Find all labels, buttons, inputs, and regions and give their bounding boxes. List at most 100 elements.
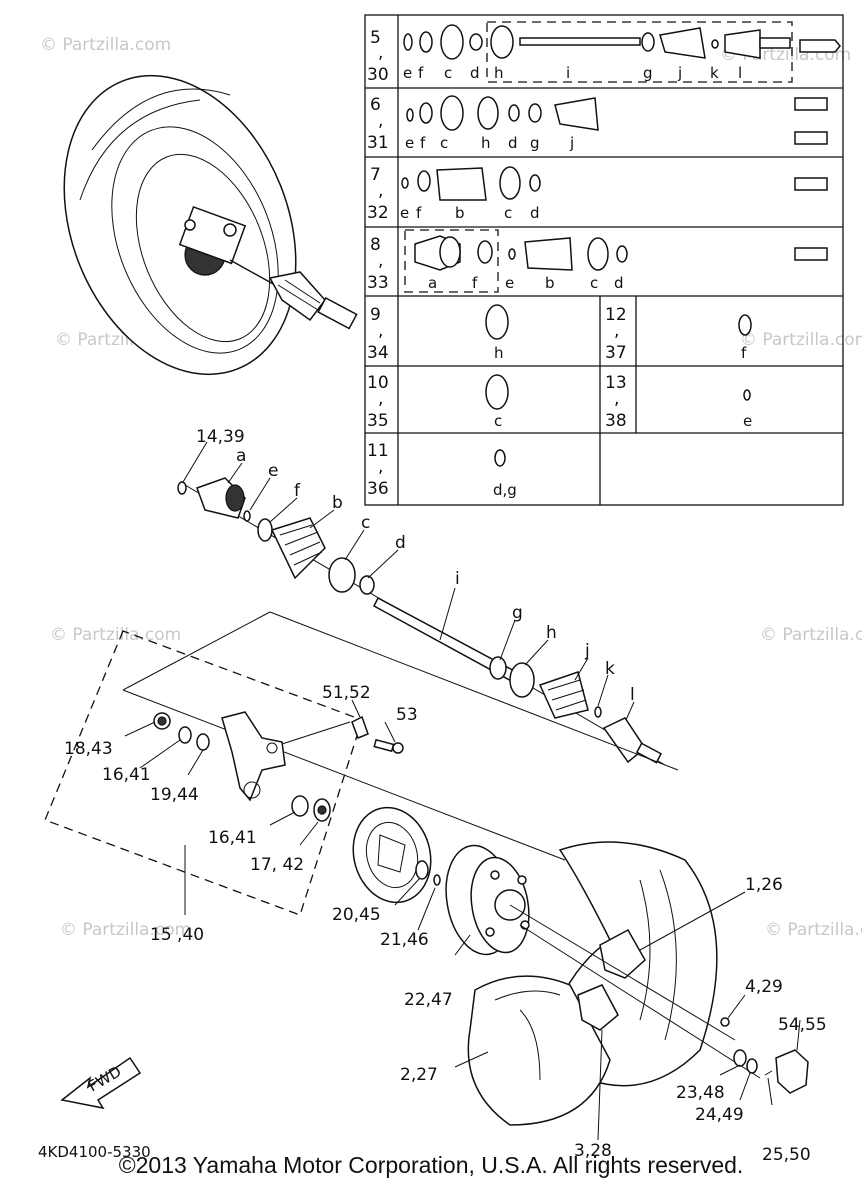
row-number: 12: [605, 305, 627, 325]
kit-letter: d,g: [493, 481, 517, 499]
callout-label: 51,52: [322, 683, 371, 703]
row-number: 6: [370, 95, 381, 115]
callout-label: k: [605, 659, 615, 679]
knuckle-group: [44, 611, 679, 916]
callout-label: 14,39: [196, 427, 245, 447]
kit-letter: d: [614, 274, 624, 292]
callout-label: l: [630, 685, 635, 705]
row-number: 35: [367, 411, 389, 431]
row-number: 8: [370, 235, 381, 255]
callout-label: 17, 42: [250, 855, 304, 875]
callout-label: c: [361, 513, 370, 533]
svg-text:,: ,: [614, 321, 619, 341]
svg-text:,: ,: [378, 43, 383, 63]
kit-table: 5 , 30 6 , 31 7 , 32 8 , 33 9 , 34 10 , …: [364, 14, 844, 506]
cv-joint-l: [602, 717, 647, 764]
kit-letter: h: [494, 64, 504, 82]
svg-text:,: ,: [378, 251, 383, 271]
band-h: [509, 662, 535, 698]
kit-letter: c: [494, 412, 502, 430]
callout-label: 18,43: [64, 739, 113, 759]
callout-label: 54,55: [778, 1015, 827, 1035]
callout-label: d: [395, 533, 406, 553]
kit-letter: a: [428, 274, 437, 292]
fwd-arrow: FWD: [60, 1056, 142, 1110]
row-number: 31: [367, 133, 389, 153]
callout-label: i: [455, 569, 460, 589]
tire-outline: [63, 74, 297, 376]
kit-letter: h: [481, 134, 491, 152]
callout-label: 21,46: [380, 930, 429, 950]
callout-label: f: [294, 481, 301, 501]
row-number: 11: [367, 441, 389, 461]
callout-label: h: [546, 623, 557, 643]
kit-letter: h: [494, 344, 504, 362]
svg-text:,: ,: [614, 389, 619, 409]
callout-label: 19,44: [150, 785, 199, 805]
watermark: © Partzilla.com: [740, 330, 862, 350]
row-number: 33: [367, 273, 389, 293]
brake-disc: [352, 806, 441, 931]
wheel-cap: [775, 1049, 809, 1094]
row-number: 30: [367, 65, 389, 85]
watermark: © Partzilla.com: [765, 920, 862, 940]
row-number: 38: [605, 411, 627, 431]
kit-letter: e: [403, 64, 412, 82]
row-number: 5: [370, 28, 381, 48]
copyright-notice: ©2013 Yamaha Motor Corporation, U.S.A. A…: [118, 1152, 744, 1178]
callout-label: 20,45: [332, 905, 381, 925]
kit-letter: d: [470, 64, 480, 82]
watermark: © Partzilla.com: [60, 920, 191, 940]
kit-letter: c: [590, 274, 598, 292]
upper-wheel-drawing: [63, 74, 358, 376]
clip-g: [489, 656, 507, 680]
callout-label: 24,49: [695, 1105, 744, 1125]
watermark: © Partzilla.com: [40, 35, 171, 55]
callout-label: 22,47: [404, 990, 453, 1010]
row-number: 36: [367, 479, 389, 499]
callout-label: 53: [396, 705, 418, 725]
circlip: [177, 481, 187, 495]
callout-label: 23,48: [676, 1083, 725, 1103]
kit-letter: c: [444, 64, 452, 82]
kit-letter: f: [420, 134, 426, 152]
callout-label: 1,26: [745, 875, 783, 895]
row-number: 37: [605, 343, 627, 363]
callout-label: a: [236, 446, 246, 466]
diagram-ref-code: 4KD4100-5330: [38, 1143, 151, 1161]
callout-label: e: [268, 461, 278, 481]
callout-label: 4,29: [745, 977, 783, 997]
kit-letter: f: [741, 344, 747, 362]
kit-letter: e: [405, 134, 414, 152]
row-number: 32: [367, 203, 389, 223]
callout-label: 15 ,40: [150, 925, 204, 945]
row-number: 7: [370, 165, 381, 185]
row-number: 9: [370, 305, 381, 325]
kit-letter: l: [738, 64, 742, 82]
kit-letter: c: [504, 204, 512, 222]
kit-letter: g: [643, 64, 653, 82]
tire-front: [467, 975, 611, 1126]
svg-text:,: ,: [378, 321, 383, 341]
band-d: [359, 575, 375, 595]
watermark: © Partzilla.com: [50, 625, 181, 645]
boot-b: [270, 517, 326, 580]
callout-label: 3,28: [574, 1141, 612, 1161]
boot-j: [538, 671, 589, 719]
kit-letter: k: [710, 64, 719, 82]
kit-letter: j: [677, 64, 682, 82]
axle-shaft: [229, 259, 276, 286]
hub-assembly: [445, 844, 530, 956]
kit-letter: f: [472, 274, 478, 292]
kit-letter: i: [566, 64, 570, 82]
drive-shaft-exploded: [177, 441, 666, 766]
kit-letter: j: [569, 134, 574, 152]
sensor-bracket: [351, 715, 369, 739]
svg-text:,: ,: [378, 181, 383, 201]
row-number: 10: [367, 373, 389, 393]
callout-label: j: [584, 641, 590, 661]
callout-label: 25,50: [762, 1145, 811, 1165]
kit-letter: f: [416, 204, 422, 222]
kit-letter: f: [418, 64, 424, 82]
